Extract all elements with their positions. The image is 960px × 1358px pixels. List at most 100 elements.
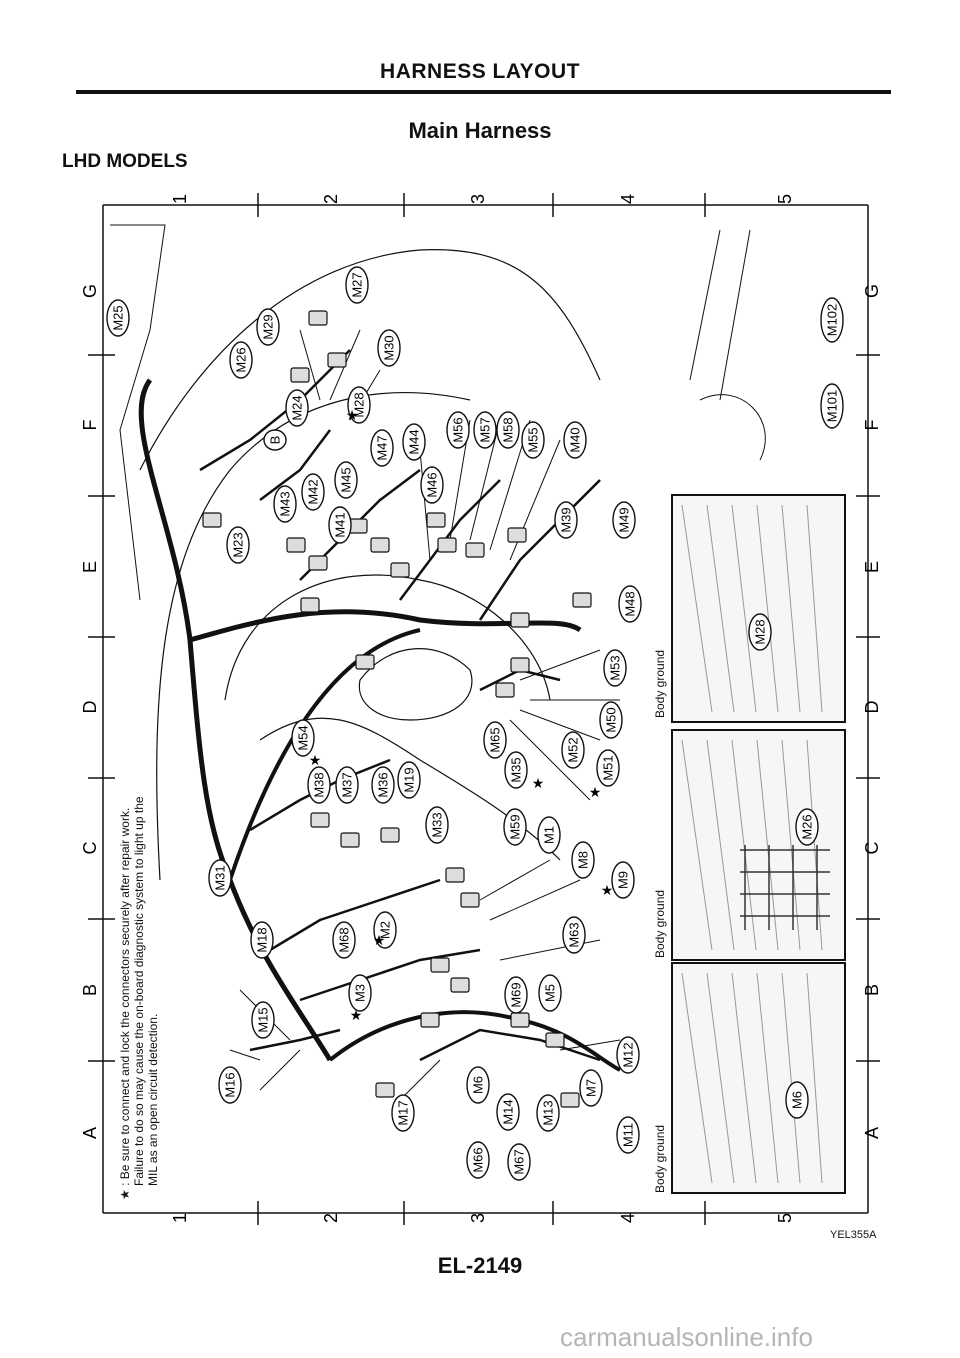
- svg-text:M51: M51: [600, 755, 615, 780]
- photo-inset-2: [671, 729, 846, 961]
- page-title: HARNESS LAYOUT: [380, 60, 580, 83]
- connector-label-m56: M56: [446, 411, 470, 449]
- connector-label-m35: M35: [504, 751, 528, 789]
- svg-text:M40: M40: [567, 427, 582, 452]
- connector-block: [572, 592, 592, 608]
- harness-wire: [269, 878, 441, 952]
- svg-text:M18: M18: [254, 927, 269, 952]
- connector-block: [495, 682, 515, 698]
- inset-detail: [806, 504, 823, 713]
- connector-block: [510, 612, 530, 628]
- inset-detail: [756, 739, 779, 951]
- photo-insets: [671, 494, 846, 1194]
- connector-block: [450, 977, 470, 993]
- connector-label-b: B: [263, 429, 287, 451]
- svg-text:M13: M13: [540, 1100, 555, 1125]
- connector-label-m63: M63: [562, 916, 586, 954]
- connector-label-m45: M45: [334, 461, 358, 499]
- row-label-right: F: [862, 420, 882, 431]
- connector-label-m19: M19: [397, 761, 421, 799]
- connector-label-m68: M68: [332, 921, 356, 959]
- body-ground-label-3: Body ground: [653, 1124, 667, 1193]
- connector-block: [380, 827, 400, 843]
- svg-text:M53: M53: [607, 655, 622, 680]
- connector-label-m66: M66: [466, 1141, 490, 1179]
- connector-label-m48: M48: [618, 585, 642, 623]
- diagram-frame: [88, 193, 880, 1225]
- inset-detail: [731, 739, 757, 951]
- photo-inset-3: [671, 962, 846, 1194]
- svg-text:M35: M35: [508, 757, 523, 782]
- connector-block: [340, 832, 360, 848]
- svg-text:M45: M45: [338, 467, 353, 492]
- connector-block: [202, 512, 222, 528]
- svg-text:M3: M3: [352, 984, 367, 1002]
- connector-label-m17: M17: [391, 1094, 415, 1132]
- connector-label-m52: M52: [561, 731, 585, 769]
- connector-label-m31: M31: [208, 859, 232, 897]
- connector-label-m54: M54: [291, 719, 315, 757]
- row-label-left: G: [80, 284, 100, 298]
- svg-text:M26: M26: [799, 814, 814, 839]
- section-title: Main Harness: [408, 118, 552, 143]
- star-marker-icon: ★: [532, 775, 545, 791]
- inset-detail: [781, 972, 801, 1184]
- svg-text:M36: M36: [375, 772, 390, 797]
- connector-label-m13: M13: [536, 1094, 560, 1132]
- svg-text:M68: M68: [336, 927, 351, 952]
- harness-wire: [328, 1010, 621, 1072]
- inset-connector-label-1: M28: [748, 613, 772, 651]
- connector-label-m102: M102: [820, 297, 844, 343]
- svg-text:M49: M49: [616, 507, 631, 532]
- page-number: EL-2149: [437, 1253, 523, 1278]
- connector-label-m39: M39: [554, 501, 578, 539]
- svg-text:M69: M69: [508, 982, 523, 1007]
- connector-label-m47: M47: [370, 429, 394, 467]
- connector-label-m27: M27: [345, 266, 369, 304]
- connector-block: [420, 1012, 440, 1028]
- connector-label-m44: M44: [402, 423, 426, 461]
- body-ground-label-1: Body ground: [653, 649, 667, 718]
- model-label: LHD MODELS: [62, 151, 188, 172]
- connector-label-m65: M65: [483, 721, 507, 759]
- svg-text:M54: M54: [295, 725, 310, 750]
- svg-text:M58: M58: [500, 417, 515, 442]
- connector-label-m6: M6: [466, 1066, 490, 1104]
- svg-text:M6: M6: [470, 1076, 485, 1094]
- svg-text:M66: M66: [470, 1147, 485, 1172]
- svg-text:M25: M25: [110, 305, 125, 330]
- svg-text:M67: M67: [511, 1149, 526, 1174]
- connector-label-m38: M38: [307, 766, 331, 804]
- column-label-bottom: 5: [775, 1213, 795, 1223]
- svg-text:M24: M24: [289, 395, 304, 420]
- svg-text:M50: M50: [603, 707, 618, 732]
- svg-text:M8: M8: [575, 851, 590, 869]
- svg-text:M15: M15: [255, 1007, 270, 1032]
- harness-wire: [224, 574, 551, 701]
- svg-text:M39: M39: [558, 507, 573, 532]
- connector-label-m12: M12: [616, 1036, 640, 1074]
- title-rule: [76, 90, 891, 94]
- harness-wire: [299, 948, 481, 1002]
- svg-text:M23: M23: [230, 532, 245, 557]
- harness-wire: [110, 224, 166, 601]
- connector-block: [460, 892, 480, 908]
- connector-label-m1: M1: [537, 816, 561, 854]
- connector-label-m101: M101: [820, 383, 844, 429]
- harness-wire: [358, 648, 473, 721]
- connector-label-m8: M8: [571, 841, 595, 879]
- connector-label-m57: M57: [473, 411, 497, 449]
- connector-label-m30: M30: [377, 329, 401, 367]
- connector-label-m42: M42: [301, 473, 325, 511]
- connector-label-m26: M26: [229, 341, 253, 379]
- connector-block: [507, 527, 527, 543]
- figure-code: YEL355A: [830, 1229, 877, 1241]
- connector-block: [375, 1082, 395, 1098]
- connector-label-m37: M37: [335, 766, 359, 804]
- harness-wire: [689, 229, 751, 401]
- connector-block: [327, 352, 347, 368]
- row-label-right: G: [862, 284, 882, 298]
- connector-label-m18: M18: [250, 921, 274, 959]
- harness-wire: [449, 419, 561, 561]
